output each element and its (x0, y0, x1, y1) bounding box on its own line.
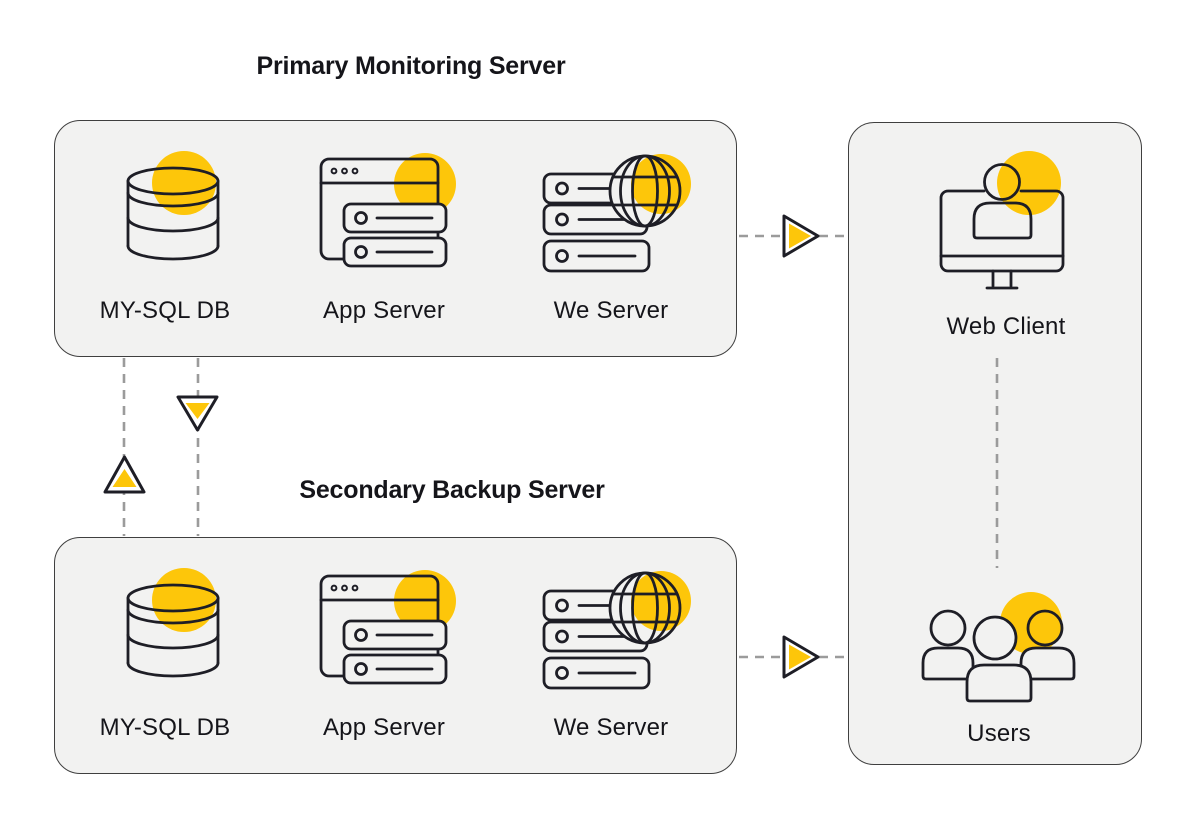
edge-primary-to-secondary-down (176, 358, 219, 536)
app-server-icon (319, 153, 456, 268)
web-client-icon (939, 151, 1065, 290)
edge-secondary-to-users (739, 635, 848, 679)
primary-server-panel: MY-SQL DB App Server (54, 120, 737, 357)
node-label: App Server (322, 714, 446, 741)
web-server-icon (542, 154, 691, 273)
secondary-server-panel: MY-SQL DB App Server (54, 537, 737, 774)
database-icon (126, 151, 220, 261)
node-label: We Server (553, 297, 669, 324)
node-label: Web Client (946, 313, 1066, 340)
edge-secondary-to-primary-up (103, 358, 146, 536)
node-label: MY-SQL DB (99, 297, 231, 324)
node-label: Users (967, 720, 1031, 747)
client-panel: Web Client Users (848, 122, 1142, 765)
app-server-icon (319, 570, 456, 685)
users-icon (921, 592, 1076, 703)
edge-primary-to-web-client (739, 214, 848, 258)
node-label: App Server (322, 297, 446, 324)
node-label: We Server (553, 714, 669, 741)
web-server-icon (542, 571, 691, 690)
primary-server-title: Primary Monitoring Server (256, 52, 566, 80)
node-label: MY-SQL DB (99, 714, 231, 741)
database-icon (126, 568, 220, 678)
secondary-server-title: Secondary Backup Server (299, 476, 605, 504)
